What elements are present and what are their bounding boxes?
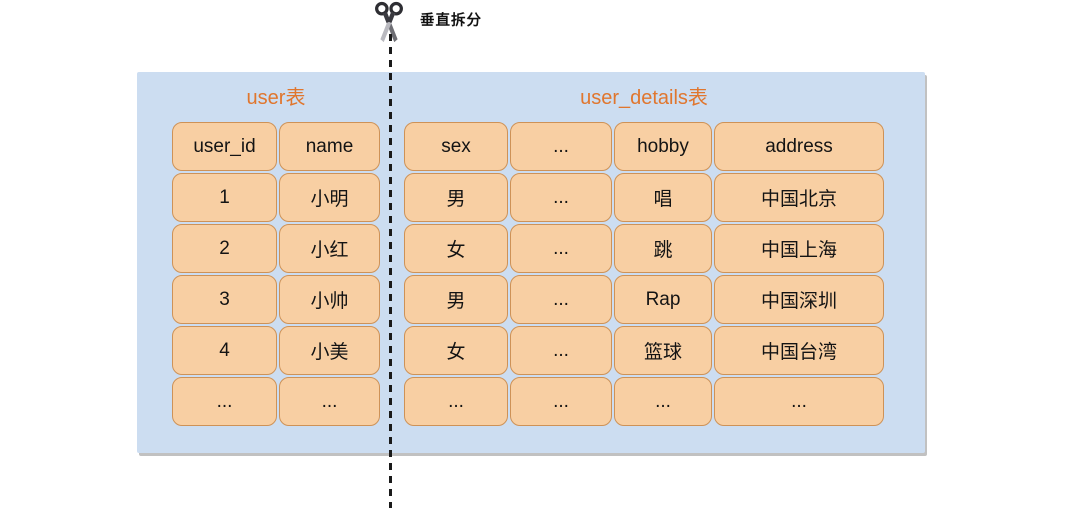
- vertical-split-line: [389, 34, 392, 508]
- table-cell: 唱: [614, 173, 712, 222]
- table-cell: 中国上海: [714, 224, 884, 273]
- table-cell: 小明: [279, 173, 380, 222]
- table-cell: 跳: [614, 224, 712, 273]
- table-cell: ...: [510, 173, 612, 222]
- column-header: address: [714, 122, 884, 171]
- column-header: user_id: [172, 122, 277, 171]
- table-cell: 小美: [279, 326, 380, 375]
- scissors-icon: [375, 1, 403, 43]
- table-cell: 4: [172, 326, 277, 375]
- table-cell: ...: [510, 224, 612, 273]
- table-cell: 男: [404, 173, 508, 222]
- user-details-table-title: user_details表: [580, 87, 708, 109]
- table-cell: 中国北京: [714, 173, 884, 222]
- table-cell: 3: [172, 275, 277, 324]
- table-cell: 1: [172, 173, 277, 222]
- table-cell: 中国台湾: [714, 326, 884, 375]
- table-cell: 女: [404, 326, 508, 375]
- table-cell: 小帅: [279, 275, 380, 324]
- split-label: 垂直拆分: [420, 13, 482, 29]
- table-cell: 2: [172, 224, 277, 273]
- column-header: hobby: [614, 122, 712, 171]
- table-cell: ...: [510, 275, 612, 324]
- table-cell: 中国深圳: [714, 275, 884, 324]
- table-cell: ...: [510, 326, 612, 375]
- column-header: sex: [404, 122, 508, 171]
- table-cell: ...: [510, 377, 612, 426]
- table-cell: ...: [714, 377, 884, 426]
- table-cell: 篮球: [614, 326, 712, 375]
- table-cell: Rap: [614, 275, 712, 324]
- table-cell: 男: [404, 275, 508, 324]
- user-table-title: user表: [246, 87, 306, 109]
- column-header: ...: [510, 122, 612, 171]
- table-cell: ...: [614, 377, 712, 426]
- table-cell: ...: [172, 377, 277, 426]
- table-cell: 女: [404, 224, 508, 273]
- column-header: name: [279, 122, 380, 171]
- table-cell: ...: [404, 377, 508, 426]
- table-cell: ...: [279, 377, 380, 426]
- table-cell: 小红: [279, 224, 380, 273]
